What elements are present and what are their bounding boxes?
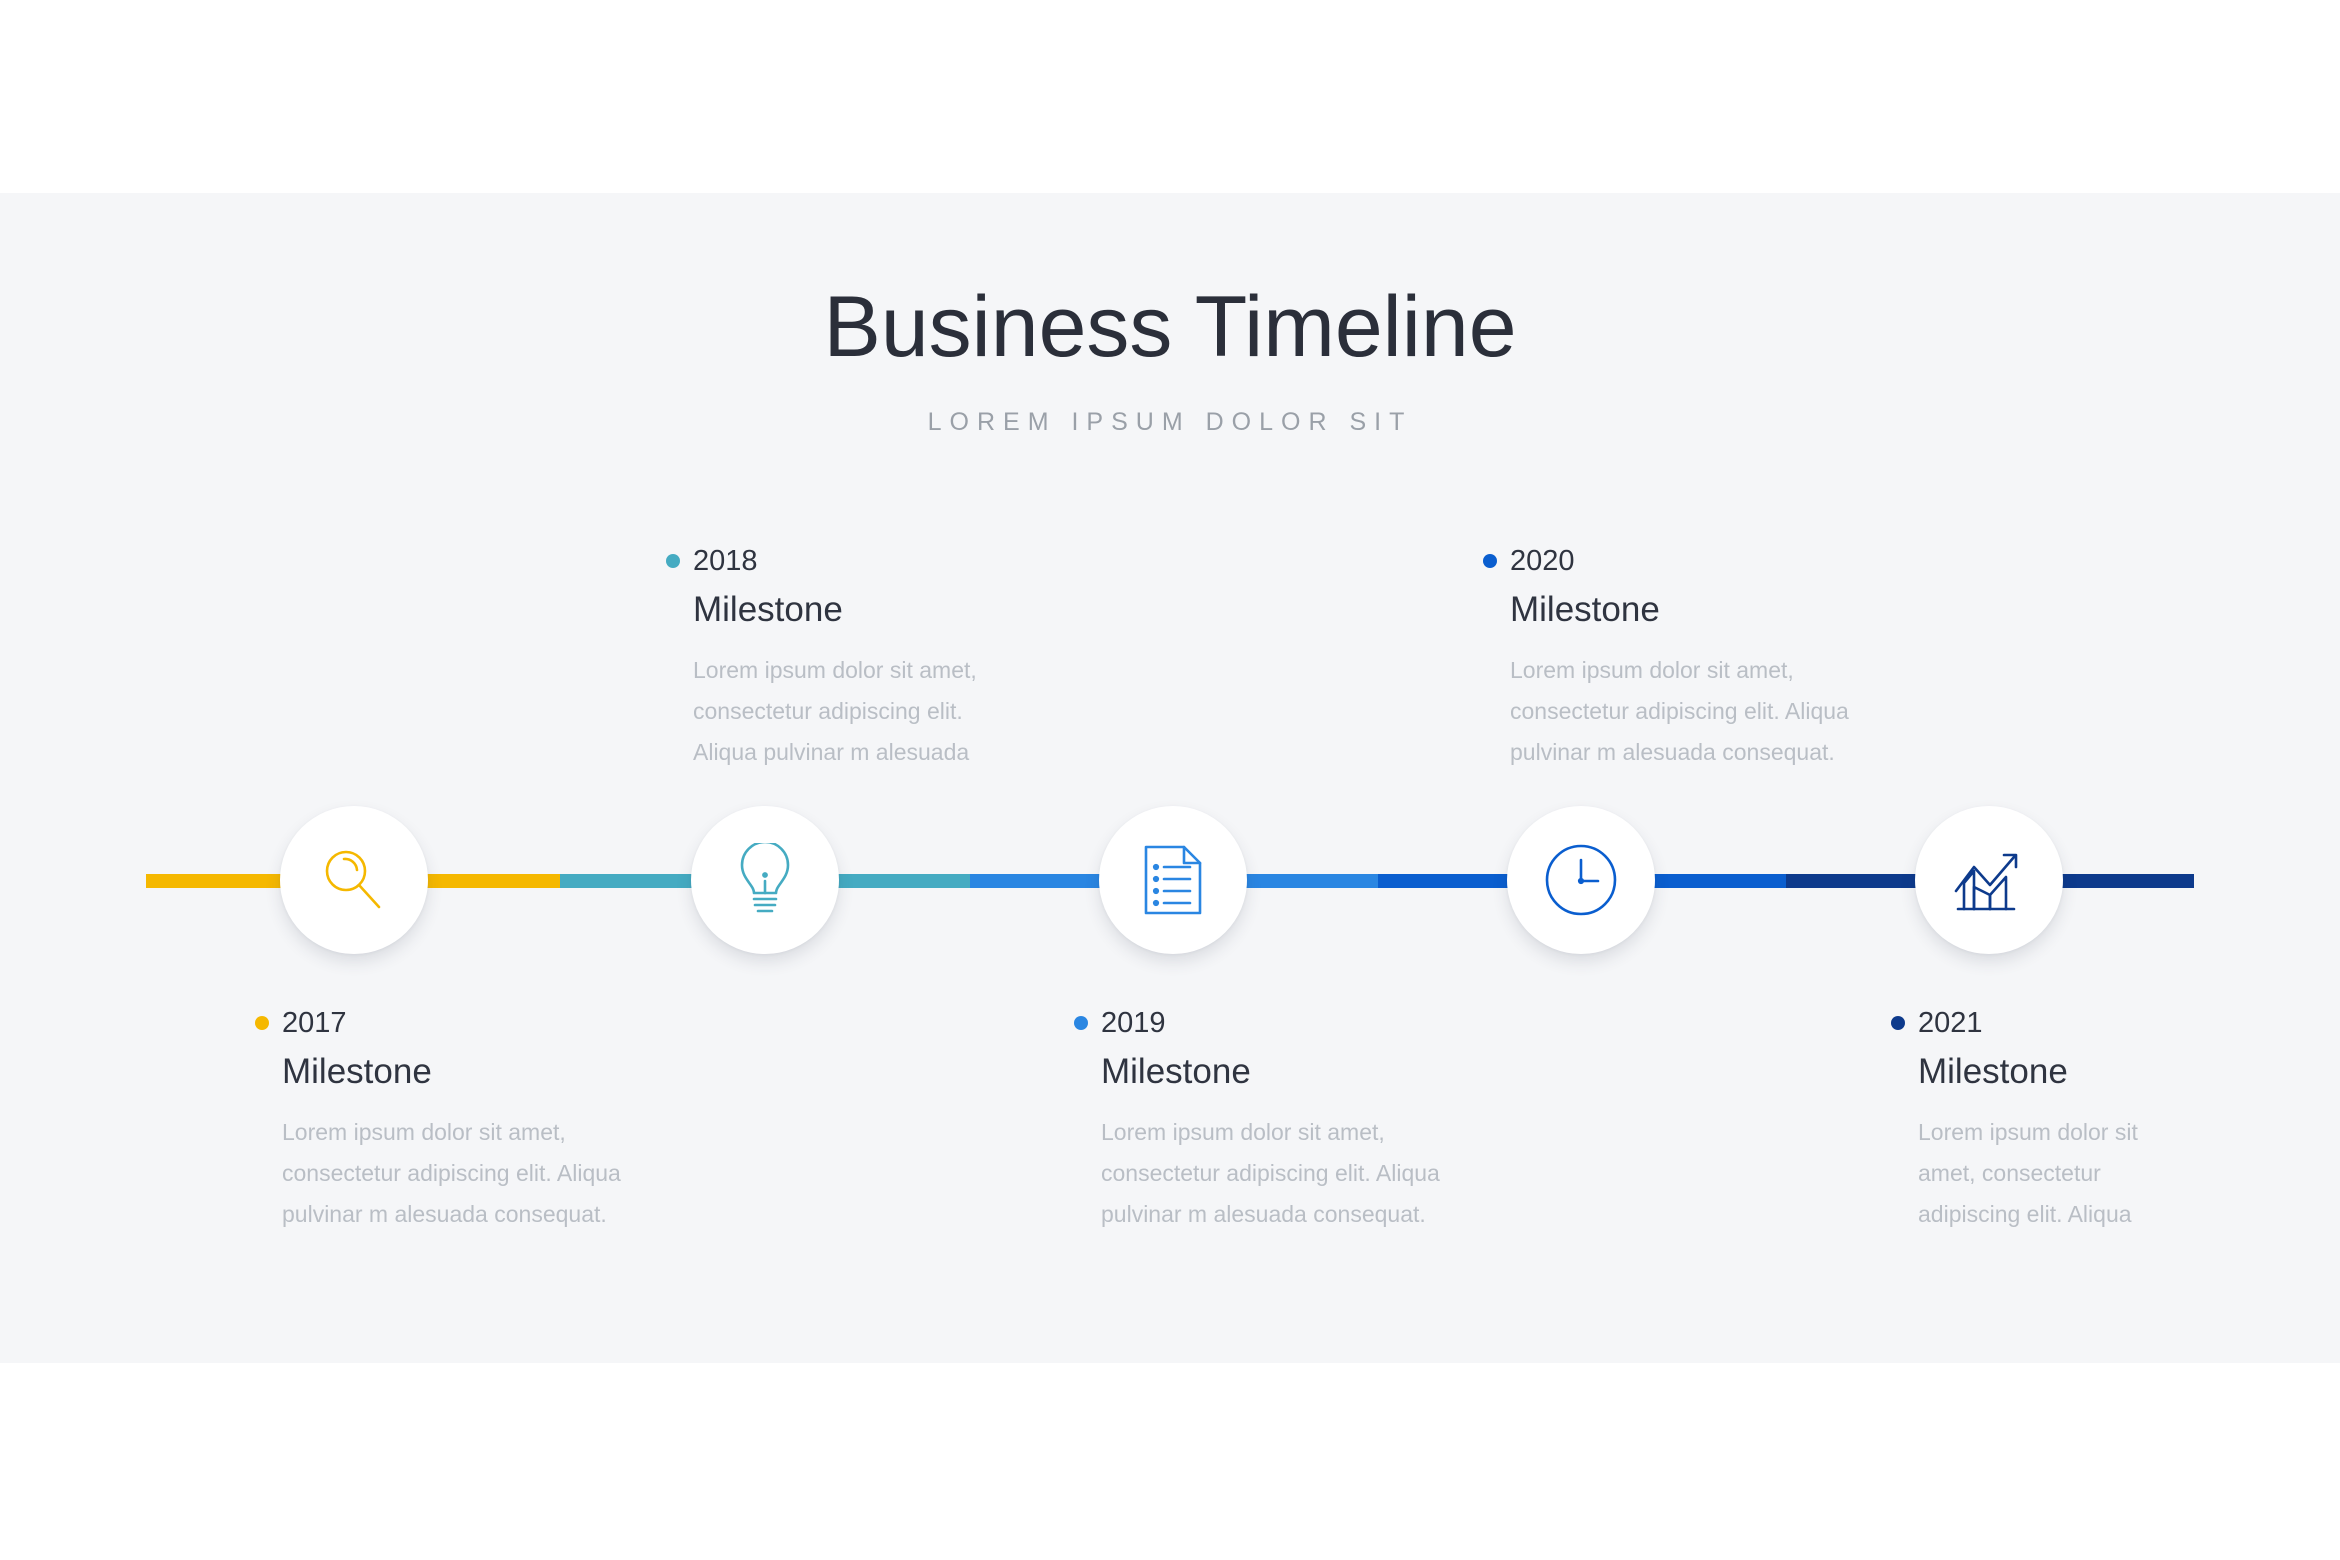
timeline-node-2018 (691, 806, 839, 954)
milestone-title: Milestone (1510, 590, 1660, 629)
timeline-node-2021 (1915, 806, 2063, 954)
milestone-year: 2017 (282, 1007, 347, 1039)
milestone-description: Lorem ipsum dolor sit amet, consectetur … (693, 657, 977, 765)
milestone-title: Milestone (693, 590, 843, 629)
milestone-title: Milestone (1101, 1052, 1251, 1091)
milestone-description: Lorem ipsum dolor sit amet, consectetur … (1101, 1119, 1440, 1227)
milestone-description: Lorem ipsum dolor sit amet, consectetur … (282, 1119, 621, 1227)
timeline-node-2020 (1507, 806, 1655, 954)
growth-chart-icon (1954, 853, 2018, 911)
milestone-2020: 2020 Milestone Lorem ipsum dolor sit ame… (1483, 544, 1880, 773)
milestone-dot (255, 1016, 269, 1030)
clock-icon (1545, 844, 1617, 916)
milestone-title: Milestone (1918, 1052, 2068, 1091)
milestone-dot (1483, 554, 1497, 568)
milestone-dot (1891, 1016, 1905, 1030)
milestone-year: 2018 (693, 545, 758, 577)
milestone-year: 2021 (1918, 1007, 1983, 1039)
milestone-year: 2019 (1101, 1007, 1166, 1039)
lightbulb-icon (740, 843, 790, 913)
document-list-icon (1144, 845, 1202, 915)
milestone-year: 2020 (1510, 545, 1575, 577)
milestone-2017: 2017 Milestone Lorem ipsum dolor sit ame… (255, 1006, 652, 1235)
timeline-node-2017 (280, 806, 428, 954)
search-icon (325, 850, 381, 909)
slide-background (0, 193, 2340, 1363)
milestone-description: Lorem ipsum dolor sit amet, consectetur … (1918, 1119, 2138, 1227)
timeline-node-2019 (1099, 806, 1247, 954)
milestone-2019: 2019 Milestone Lorem ipsum dolor sit ame… (1074, 1006, 1471, 1235)
milestone-dot (1074, 1016, 1088, 1030)
milestone-2021: 2021 Milestone Lorem ipsum dolor sit ame… (1891, 1006, 2288, 1235)
milestone-2018: 2018 Milestone Lorem ipsum dolor sit ame… (666, 544, 1063, 773)
milestone-dot (666, 554, 680, 568)
milestone-title: Milestone (282, 1052, 432, 1091)
page-title: Business Timeline (823, 279, 1517, 375)
milestone-description: Lorem ipsum dolor sit amet, consectetur … (1510, 657, 1849, 765)
page-subtitle: LOREM IPSUM DOLOR SIT (927, 408, 1413, 436)
